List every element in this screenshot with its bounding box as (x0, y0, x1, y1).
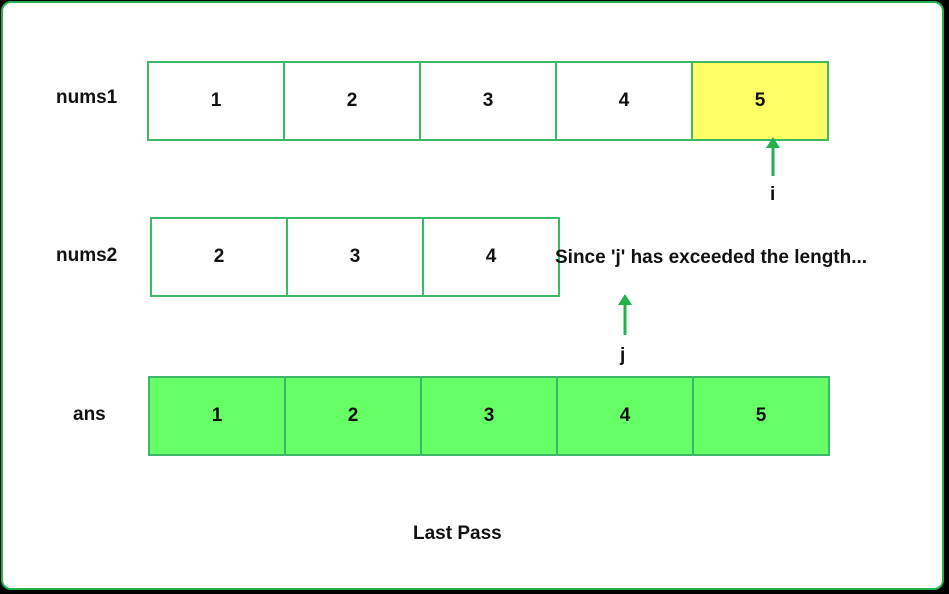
pointer-j-label: j (620, 345, 626, 366)
nums1-cell: 4 (555, 61, 693, 141)
nums1-label: nums1 (56, 87, 118, 108)
ans-cell: 4 (556, 376, 694, 456)
pointer-i-arrow-icon (766, 137, 780, 176)
nums2-array: 2 3 4 (150, 217, 560, 297)
nums1-cell: 1 (147, 61, 285, 141)
nums2-label: nums2 (56, 245, 118, 266)
ans-cell: 1 (148, 376, 286, 456)
pointer-i-label: i (770, 184, 776, 205)
explanation-note: Since 'j' has exceeded the length... (555, 247, 868, 268)
nums1-cell: 3 (419, 61, 557, 141)
ans-cell: 5 (692, 376, 830, 456)
ans-label: ans (73, 404, 106, 425)
ans-cell: 3 (420, 376, 558, 456)
ans-array: 1 2 3 4 5 (148, 376, 830, 456)
nums2-cell: 3 (286, 217, 424, 297)
pointer-j-arrow-icon (618, 294, 632, 335)
nums1-array: 1 2 3 4 5 (147, 61, 829, 141)
nums2-cell: 2 (150, 217, 288, 297)
nums2-cell: 4 (422, 217, 560, 297)
diagram-caption: Last Pass (413, 523, 502, 544)
nums1-cell-highlighted: 5 (691, 61, 829, 141)
ans-cell: 2 (284, 376, 422, 456)
nums1-cell: 2 (283, 61, 421, 141)
